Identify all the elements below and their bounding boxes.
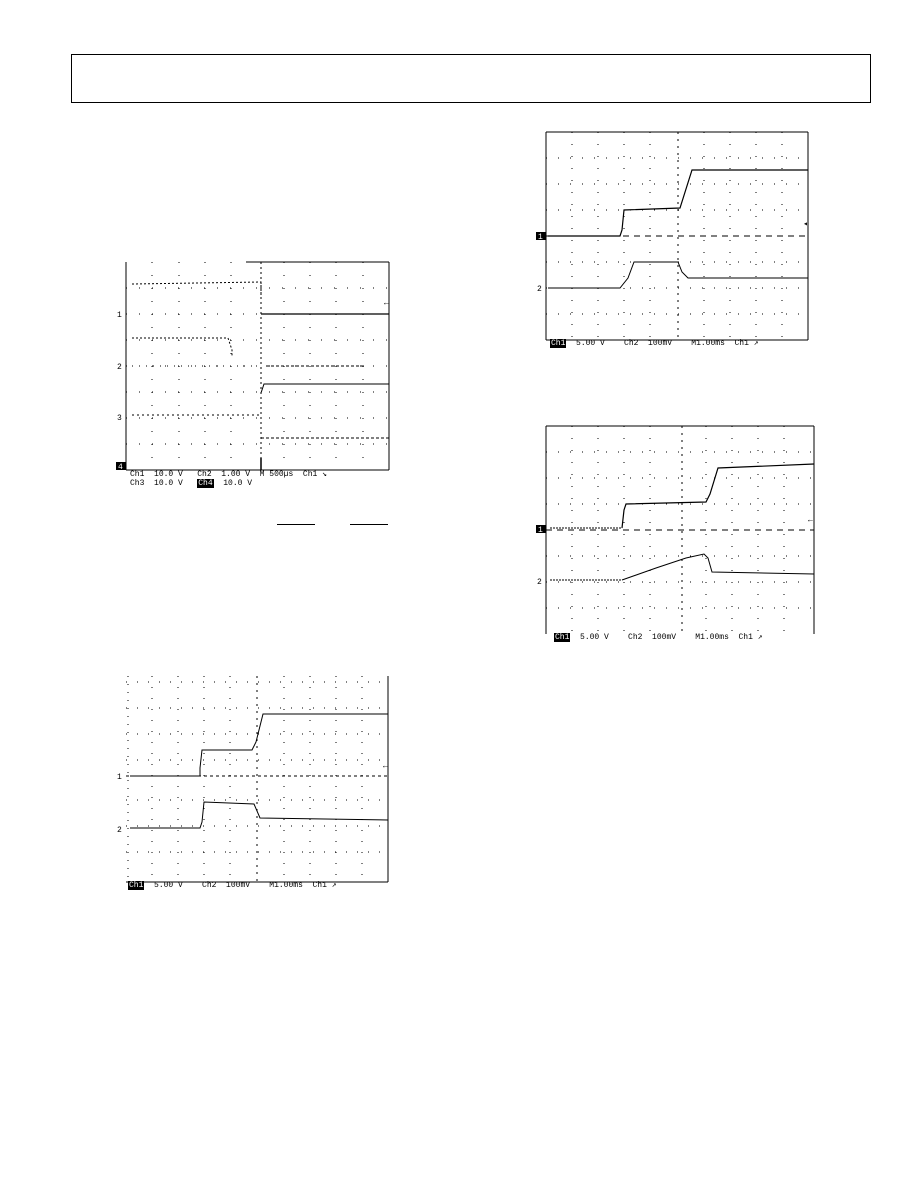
scope-2-screen: ← 1 2: [117, 676, 389, 883]
scope-1-channel-4-marker-box: [116, 462, 126, 470]
scope-2-trace-2: [130, 801, 389, 829]
scope-4-channel-2-marker: 2: [537, 578, 542, 587]
scope-2-channel-1-marker: 1: [117, 773, 122, 782]
scope-1-settings-row-2: Ch3 10.0 V Ch4 10.0 V: [130, 479, 253, 488]
scope-1-channel-4-marker: 4: [118, 463, 123, 472]
scope-2-channel-2-marker: 2: [117, 826, 122, 835]
scope-4-trigger-level-marker: ←: [808, 516, 813, 525]
scope-3-channel-2-marker: 2: [537, 285, 542, 294]
scope-capture-4: ← 1 2 Ch1 5.00 V Ch2 100mV M1.00ms Ch1 ↗: [536, 424, 816, 644]
scope-3-trace-1: [548, 169, 808, 237]
scope-3-trigger-level-marker: ◂: [803, 220, 808, 229]
overline-1: [277, 524, 315, 525]
scope-4-trace-2: [621, 553, 815, 581]
scope-capture-1: ← 1 2 3 4 Ch1 10.0 V Ch2 1.00 V M 500µs …: [116, 258, 396, 488]
scope-1-channel-3-marker: 3: [117, 414, 122, 423]
scope-4-trace-1: [621, 463, 815, 529]
scope-1-trace-2-pre: [132, 337, 233, 356]
scope-1-settings-row-1: Ch1 10.0 V Ch2 1.00 V M 500µs Ch1 ↘: [130, 470, 327, 479]
scope-1-gridlines: [126, 262, 389, 470]
scope-1-trace-3-post: [260, 383, 389, 394]
scope-4-channel-1-marker: 1: [538, 526, 543, 535]
scope-2-trace-1: [130, 713, 388, 777]
scope-3-channel-1-marker-box: [536, 232, 546, 240]
scope-1-trace-3-pre: [132, 408, 262, 416]
scope-1-trace-1-pre: [131, 281, 262, 298]
scope-4-settings-row: Ch1 5.00 V Ch2 100mV M1.00ms Ch1 ↗: [554, 633, 763, 642]
scope-3-screen: ◂ 1 2: [536, 131, 809, 341]
scope-3-channel-1-marker: 1: [538, 233, 543, 242]
scope-1-screen: ← 1 2 3 4: [116, 261, 390, 472]
scope-1-trigger-level-marker: ←: [384, 299, 389, 308]
scope-4-screen: ← 1 2: [536, 425, 815, 634]
scope-2-trigger-level-marker: ←: [383, 762, 388, 771]
page-header-box: [71, 54, 871, 103]
overline-2: [350, 524, 388, 525]
scope-1-channel-1-marker: 1: [117, 311, 122, 320]
scope-capture-2: ← 1 2 Ch1 5.00 V Ch2 100mV M1.00ms Ch1 ↗: [116, 672, 396, 892]
scope-1-channel-2-marker: 2: [117, 363, 122, 372]
scope-4-channel-1-marker-box: [536, 525, 546, 533]
scope-3-trace-2: [548, 261, 808, 289]
scope-capture-3: ◂ 1 2 Ch1 5.00 V Ch2 100mV M1.00ms Ch1 ↗: [536, 130, 816, 350]
scope-3-settings-row: Ch1 5.00 V Ch2 100mV M1.00ms Ch1 ↗: [550, 339, 759, 348]
scope-2-settings-row: Ch1 5.00 V Ch2 100mV M1.00ms Ch1 ↗: [128, 881, 337, 890]
